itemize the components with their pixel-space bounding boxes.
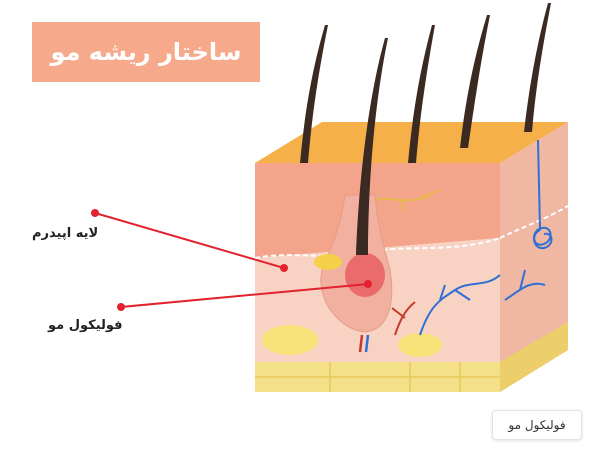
fat-cell <box>398 333 442 357</box>
sebaceous-gland <box>314 254 342 270</box>
hair-shaft <box>408 25 435 163</box>
sweat-gland <box>533 226 553 250</box>
title-box: ساختار ریشه مو <box>32 22 260 82</box>
skin-side-face <box>500 122 568 392</box>
fat-cell <box>262 325 318 355</box>
epidermis-layer <box>255 163 500 258</box>
sweat-duct <box>537 139 541 231</box>
epidermis-pointer-line <box>94 212 285 269</box>
hair-shaft <box>524 3 551 132</box>
follicle-pointer-end <box>364 280 372 288</box>
artery-vessel <box>358 334 364 353</box>
artery-vessel <box>391 301 416 336</box>
vein-vessel <box>504 269 546 301</box>
epidermis-pointer-end <box>280 264 288 272</box>
nerve-branch <box>374 189 441 213</box>
page-title: ساختار ریشه مو <box>50 38 242 66</box>
epidermis-pointer-dot <box>91 209 99 217</box>
vein-vessel <box>419 274 501 336</box>
caption-text: فولیکول مو <box>508 418 566 432</box>
hair-shaft-main <box>356 38 388 255</box>
follicle-pointer-line <box>120 283 369 308</box>
hair-shaft <box>300 25 328 163</box>
epidermis-label: لایه اپیدرم <box>32 226 99 241</box>
follicle-pointer-dot <box>117 303 125 311</box>
vein-vessel <box>364 334 370 353</box>
hair-shaft <box>460 15 490 148</box>
follicle-label: فولیکول مو <box>48 318 123 333</box>
hair-bulb <box>345 253 385 297</box>
fat-layer-side <box>500 322 568 392</box>
side-boundary <box>499 205 569 239</box>
image-caption: فولیکول مو <box>492 410 582 440</box>
